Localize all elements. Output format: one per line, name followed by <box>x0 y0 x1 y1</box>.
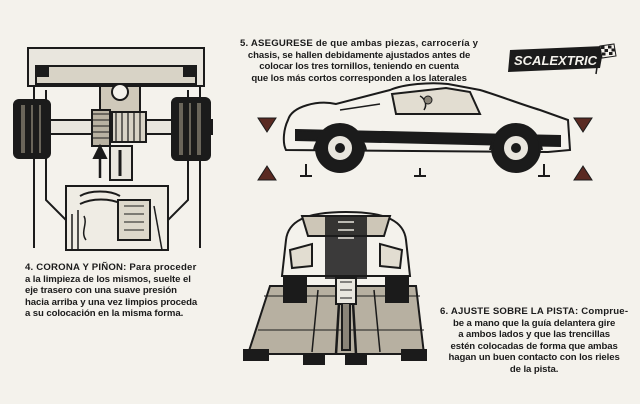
step-6-line: be a mano que la guía delantera gire <box>453 317 616 329</box>
svg-text:SCALEXTRIC: SCALEXTRIC <box>514 53 598 68</box>
step-4-line: a la limpieza de los mismos, suelte el <box>25 273 191 285</box>
step-6-line: de la pista. <box>509 363 559 375</box>
scalextric-logo: SCALEXTRIC <box>508 43 617 75</box>
step-6-instructions: 6. AJUSTE SOBRE LA PISTA: Comprue- be a … <box>440 306 628 376</box>
step-5-line: 5. ASEGURESE de que ambas piezas, carroc… <box>240 38 479 49</box>
step-5-instructions: 5. ASEGURESE de que ambas piezas, carroc… <box>240 38 478 84</box>
step-6-line: estén colocadas de forma que ambas <box>450 340 618 352</box>
step-6-line: a ambos lados y que las trencillas <box>458 329 610 341</box>
step-5-line: chasis, se hallen debidamente ajustados … <box>247 49 471 61</box>
step-4-instructions: 4. CORONA Y PIÑON: Para proceder a la li… <box>25 262 197 320</box>
step-6-line: 6. AJUSTE SOBRE LA PISTA: Comprue- <box>440 306 629 317</box>
step-4-line: 4. CORONA Y PIÑON: Para proceder <box>25 262 197 273</box>
step-6-line: hagan un buen contacto con los rieles <box>448 352 620 364</box>
step-4-line: a su colocación en la misma forma. <box>25 308 184 320</box>
step-5-line: colocar los tres tornillos, teniendo en … <box>259 61 459 73</box>
step-5-line: que los más cortos corresponden a los la… <box>251 72 467 84</box>
step-4-line: hacia arriba y una vez limpios proceda <box>25 296 198 308</box>
step-4-line: eje trasero con una suave presión <box>25 285 177 297</box>
